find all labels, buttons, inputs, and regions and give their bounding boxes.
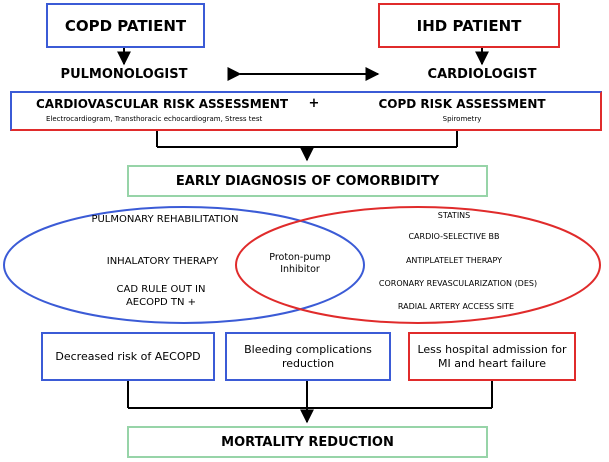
- cv-risk-title: CARDIOVASCULAR RISK ASSESSMENT: [36, 97, 289, 111]
- mortality-reduction-label: MORTALITY REDUCTION: [221, 434, 394, 450]
- copd-patient-label: COPD PATIENT: [64, 16, 187, 35]
- copd-risk-title: COPD RISK ASSESSMENT: [378, 97, 546, 111]
- pulmonologist-label: PULMONOLOGIST: [60, 67, 188, 82]
- coronary-revascularization-text: CORONARY REVASCULARIZATION (DES): [378, 279, 538, 288]
- cv-risk-tests: Electrocardiogram, Transthoracic echocar…: [46, 115, 263, 123]
- decreased-aecopd-label: Decreased risk of AECOPD: [55, 350, 201, 363]
- plus-sign: +: [308, 96, 320, 111]
- statins-text: STATINS: [437, 211, 471, 220]
- cardiologist-label: CARDIOLOGIST: [427, 67, 537, 82]
- bleeding-complications-label: Bleeding complications reduction: [244, 342, 372, 370]
- mortality-reduction-box: MORTALITY REDUCTION: [127, 426, 488, 458]
- risk-assessment-box: CARDIOVASCULAR RISK ASSESSMENT + Electro…: [10, 91, 602, 131]
- decreased-aecopd-box: Decreased risk of AECOPD: [41, 332, 215, 381]
- ihd-patient-box: IHD PATIENT: [378, 3, 560, 48]
- copd-risk-tests: Spirometry: [442, 115, 482, 123]
- ihd-therapy-ellipse: [235, 206, 601, 324]
- antiplatelet-therapy-text: ANTIPLATELET THERAPY: [405, 256, 503, 265]
- early-diagnosis-label: EARLY DIAGNOSIS OF COMORBIDITY: [175, 173, 440, 189]
- radial-artery-access-text: RADIAL ARTERY ACCESS SITE: [397, 302, 515, 311]
- copd-therapy-ellipse: [3, 206, 365, 324]
- less-hospital-admission-label: Less hospital admission for MI and heart…: [417, 342, 567, 370]
- bleeding-complications-box: Bleeding complications reduction: [225, 332, 391, 381]
- cardio-selective-bb-text: CARDIO-SELECTIVE BB: [408, 232, 500, 241]
- cad-rule-out-text: CAD RULE OUT IN AECOPD TN +: [116, 284, 206, 308]
- early-diagnosis-box: EARLY DIAGNOSIS OF COMORBIDITY: [127, 165, 488, 197]
- less-hospital-admission-box: Less hospital admission for MI and heart…: [408, 332, 576, 381]
- ihd-patient-label: IHD PATIENT: [416, 16, 522, 35]
- proton-pump-inhibitor-text: Proton-pump Inhibitor: [269, 252, 331, 275]
- inhalatory-therapy-text: INHALATORY THERAPY: [106, 256, 219, 267]
- copd-patient-box: COPD PATIENT: [46, 3, 205, 48]
- pulmonary-rehabilitation-text: PULMONARY REHABILITATION: [91, 214, 239, 225]
